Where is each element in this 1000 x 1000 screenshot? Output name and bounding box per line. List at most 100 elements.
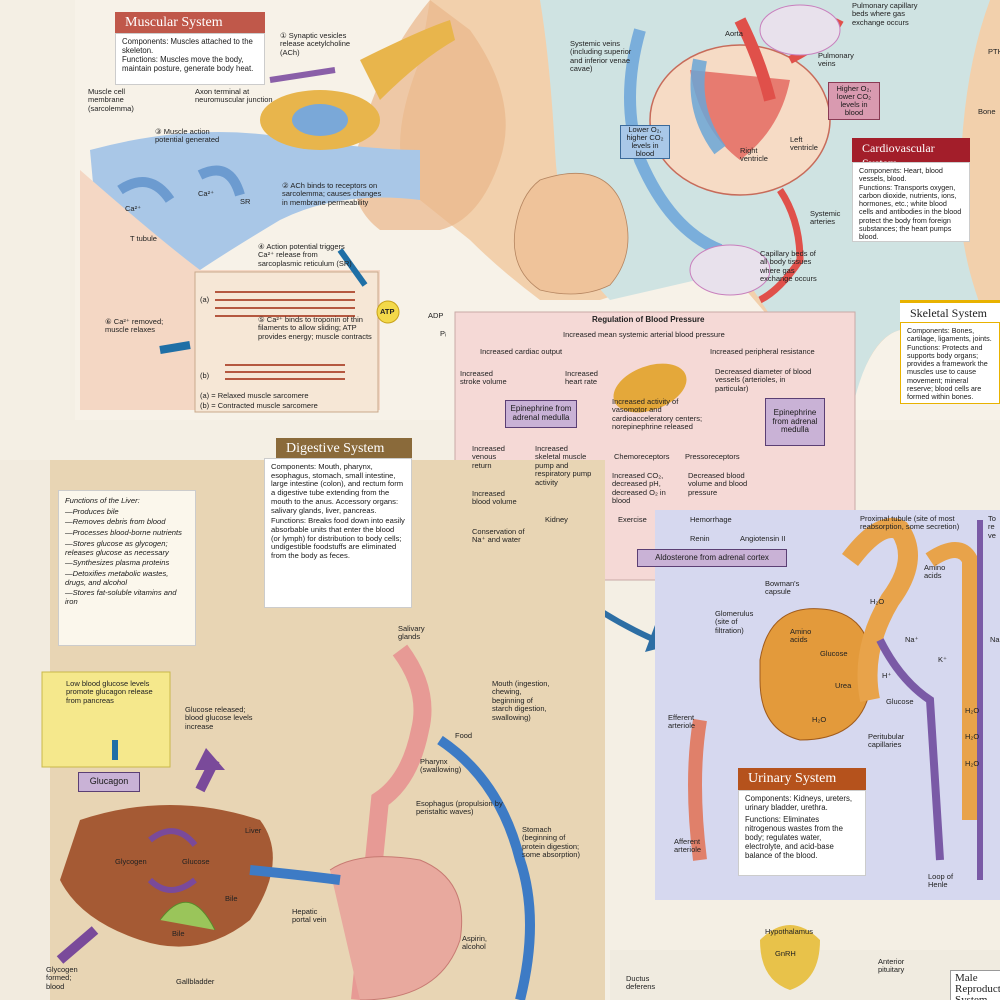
label-synaptic-vesicles: ① Synaptic vesicles release acetylcholin… bbox=[280, 31, 351, 57]
label-pharynx: Pharynx (swallowing) bbox=[420, 757, 462, 775]
label-h: H⁺ bbox=[882, 671, 892, 680]
bp-mean-pressure: Increased mean systemic arterial blood p… bbox=[563, 330, 725, 339]
bp-decreased-diameter: Decreased diameter of blood vessels (art… bbox=[715, 367, 812, 393]
label-capillary-beds: Capillary beds of all body tissues where… bbox=[760, 249, 817, 284]
label-aspirin-alcohol: Aspirin, alcohol bbox=[462, 934, 488, 952]
label-gallbladder: Gallbladder bbox=[176, 977, 215, 986]
cardio-functions: Functions: Transports oxygen, carbon dio… bbox=[859, 182, 962, 242]
label-h2o-d: H₂O bbox=[965, 732, 980, 741]
label-h2o-e: H₂O bbox=[965, 759, 980, 768]
label-amino-acids-1: Amino acids bbox=[924, 563, 946, 581]
bp-stroke-volume: Increased stroke volume bbox=[460, 369, 507, 387]
muscular-functions: Functions: Muscles move the body, mainta… bbox=[122, 54, 254, 73]
digestive-functions: Functions: Breaks food down into easily … bbox=[271, 516, 405, 561]
legend-contracted: (b) = Contracted muscle sarcomere bbox=[200, 401, 318, 410]
muscular-system-header: Muscular System bbox=[115, 12, 265, 34]
label-stomach: Stomach (beginning of protein digestion;… bbox=[522, 825, 580, 860]
label-glycogen-formed: Glycogen formed; blood bbox=[46, 965, 78, 991]
urinary-components: Components: Kidneys, ureters, urinary bl… bbox=[745, 794, 853, 812]
liver-function-item: —Synthesizes plasma proteins bbox=[65, 558, 170, 568]
label-left-ventricle: Left ventricle bbox=[790, 135, 818, 153]
label-urea: Urea bbox=[835, 681, 852, 690]
bp-skeletal-pump: Increased skeletal muscle pump and respi… bbox=[535, 444, 592, 487]
muscular-system-info: Components: Muscles attached to the skel… bbox=[115, 33, 265, 85]
label-salivary-glands: Salivary glands bbox=[398, 624, 425, 642]
label-systemic-veins: Systemic veins (including superior and i… bbox=[570, 39, 632, 74]
bp-hemorrhage: Hemorrhage bbox=[690, 515, 732, 524]
male-reproductive-header: Male Reproductive System bbox=[950, 970, 1000, 1000]
label-to: To re ve bbox=[988, 514, 996, 540]
label-esophagus: Esophagus (propulsion by peristaltic wav… bbox=[416, 799, 503, 817]
label-systemic-arteries: Systemic arteries bbox=[810, 209, 841, 227]
label-food: Food bbox=[455, 731, 473, 740]
digestive-info: Components: Mouth, pharynx, esophagus, s… bbox=[264, 458, 412, 608]
skeletal-info: Components: Bones, cartilage, ligaments,… bbox=[900, 322, 1000, 404]
label-anterior-pituitary: Anterior pituitary bbox=[878, 957, 905, 975]
label-glucose-1: Glucose bbox=[820, 649, 848, 658]
label-pulmonary-capillary-beds: Pulmonary capillary beds where gas excha… bbox=[852, 1, 918, 27]
bp-epinephrine-box-2: Epinephrine from adrenal medulla bbox=[765, 398, 825, 446]
bp-conservation: Conservation of Na⁺ and water bbox=[472, 527, 525, 545]
label-glomerulus: Glomerulus (site of filtration) bbox=[715, 609, 754, 635]
urinary-functions: Functions: Eliminates nitrogenous wastes… bbox=[745, 814, 843, 860]
bp-aldosterone-box: Aldosterone from adrenal cortex bbox=[637, 549, 787, 567]
label-bowmans-capsule: Bowman's capsule bbox=[765, 579, 800, 597]
urinary-system-header: Urinary System bbox=[738, 768, 866, 790]
low-glucose-note: Low blood glucose levels promote glucago… bbox=[66, 679, 153, 705]
bp-cardiac-output: Increased cardiac output bbox=[480, 347, 563, 356]
label-proximal-tubule: Proximal tubule (site of most reabsorpti… bbox=[860, 514, 960, 532]
label-lower-o2: Lower O₂, higher CO₂ levels in blood bbox=[620, 125, 670, 159]
bp-co2-levels: Increased CO₂, decreased pH, decreased O… bbox=[612, 471, 666, 506]
cardio-components: Components: Heart, blood vessels, blood. bbox=[859, 166, 943, 184]
label-ductus-deferens: Ductus deferens bbox=[626, 974, 656, 992]
liver-function-item: —Stores fat-soluble vitamins and iron bbox=[65, 588, 177, 607]
skeletal-components: Components: Bones, cartilage, ligaments,… bbox=[907, 326, 992, 344]
label-atp: ATP bbox=[380, 307, 395, 316]
label-glucose: Glucose bbox=[182, 857, 210, 866]
label-na: Na⁺ bbox=[905, 635, 919, 644]
label-k: K⁺ bbox=[938, 655, 947, 664]
label-t-tubule: T tubule bbox=[130, 234, 157, 243]
label-glycogen: Glycogen bbox=[115, 857, 147, 866]
bp-angiotensin: Angiotensin II bbox=[740, 534, 786, 543]
label-sr: SR bbox=[240, 197, 251, 206]
label-amino-acids-2: Amino acids bbox=[790, 627, 812, 645]
bp-decreased-volume: Decreased blood volume and blood pressur… bbox=[688, 471, 748, 497]
bp-blood-volume: Increased blood volume bbox=[472, 489, 517, 507]
label-hypothalamus: Hypothalamus bbox=[765, 927, 813, 936]
label-na-2: Na bbox=[990, 635, 1000, 644]
label-ach-binds: ② ACh binds to receptors on sarcolemma; … bbox=[282, 181, 382, 207]
urinary-info: Components: Kidneys, ureters, urinary bl… bbox=[738, 790, 866, 876]
liver-functions-box: Functions of the Liver: —Produces bile —… bbox=[58, 490, 196, 646]
label-b: (b) bbox=[200, 371, 210, 380]
label-aorta: Aorta bbox=[725, 29, 743, 38]
label-h2o-a: H₂O bbox=[870, 597, 885, 606]
label-glucose-2: Glucose bbox=[886, 697, 914, 706]
label-ca-1: Ca²⁺ bbox=[125, 204, 142, 213]
label-efferent-arteriole: Efferent arteriole bbox=[668, 713, 696, 731]
label-ca-binds-troponin: ⑤ Ca²⁺ binds to troponin of thin filamen… bbox=[258, 315, 372, 341]
bp-kidney: Kidney bbox=[545, 515, 568, 524]
digestive-components: Components: Mouth, pharynx, esophagus, s… bbox=[271, 462, 404, 515]
digestive-system-header: Digestive System bbox=[276, 438, 412, 460]
skeletal-system-header: Skeletal System bbox=[900, 300, 1000, 324]
bp-exercise: Exercise bbox=[618, 515, 647, 524]
label-hepatic-portal-vein: Hepatic portal vein bbox=[292, 907, 327, 925]
skeletal-functions: Functions: Protects and supports body or… bbox=[907, 342, 988, 402]
label-right-ventricle: Right ventricle bbox=[740, 146, 768, 164]
label-afferent-arteriole: Afferent arteriole bbox=[674, 837, 702, 855]
bp-title: Regulation of Blood Pressure bbox=[592, 315, 705, 324]
cardiovascular-info: Components: Heart, blood vessels, blood.… bbox=[852, 162, 970, 242]
label-liver: Liver bbox=[245, 826, 262, 835]
label-ca-removed: ⑥ Ca²⁺ removed; muscle relaxes bbox=[105, 317, 164, 335]
label-mouth: Mouth (ingestion, chewing, beginning of … bbox=[492, 679, 550, 722]
bp-peripheral-resistance: Increased peripheral resistance bbox=[710, 347, 815, 356]
label-bile-1: Bile bbox=[225, 894, 238, 903]
liver-function-item: —Stores glucose as glycogen; releases gl… bbox=[65, 538, 169, 557]
bp-venous-return: Increased venous return bbox=[472, 444, 505, 470]
label-peritubular-capillaries: Peritubular capillaries bbox=[868, 732, 905, 750]
label-loop-of-henle: Loop of Henle bbox=[928, 872, 954, 890]
bp-vasomotor: Increased activity of vasomotor and card… bbox=[612, 397, 703, 432]
label-adp: ADP bbox=[428, 311, 444, 320]
